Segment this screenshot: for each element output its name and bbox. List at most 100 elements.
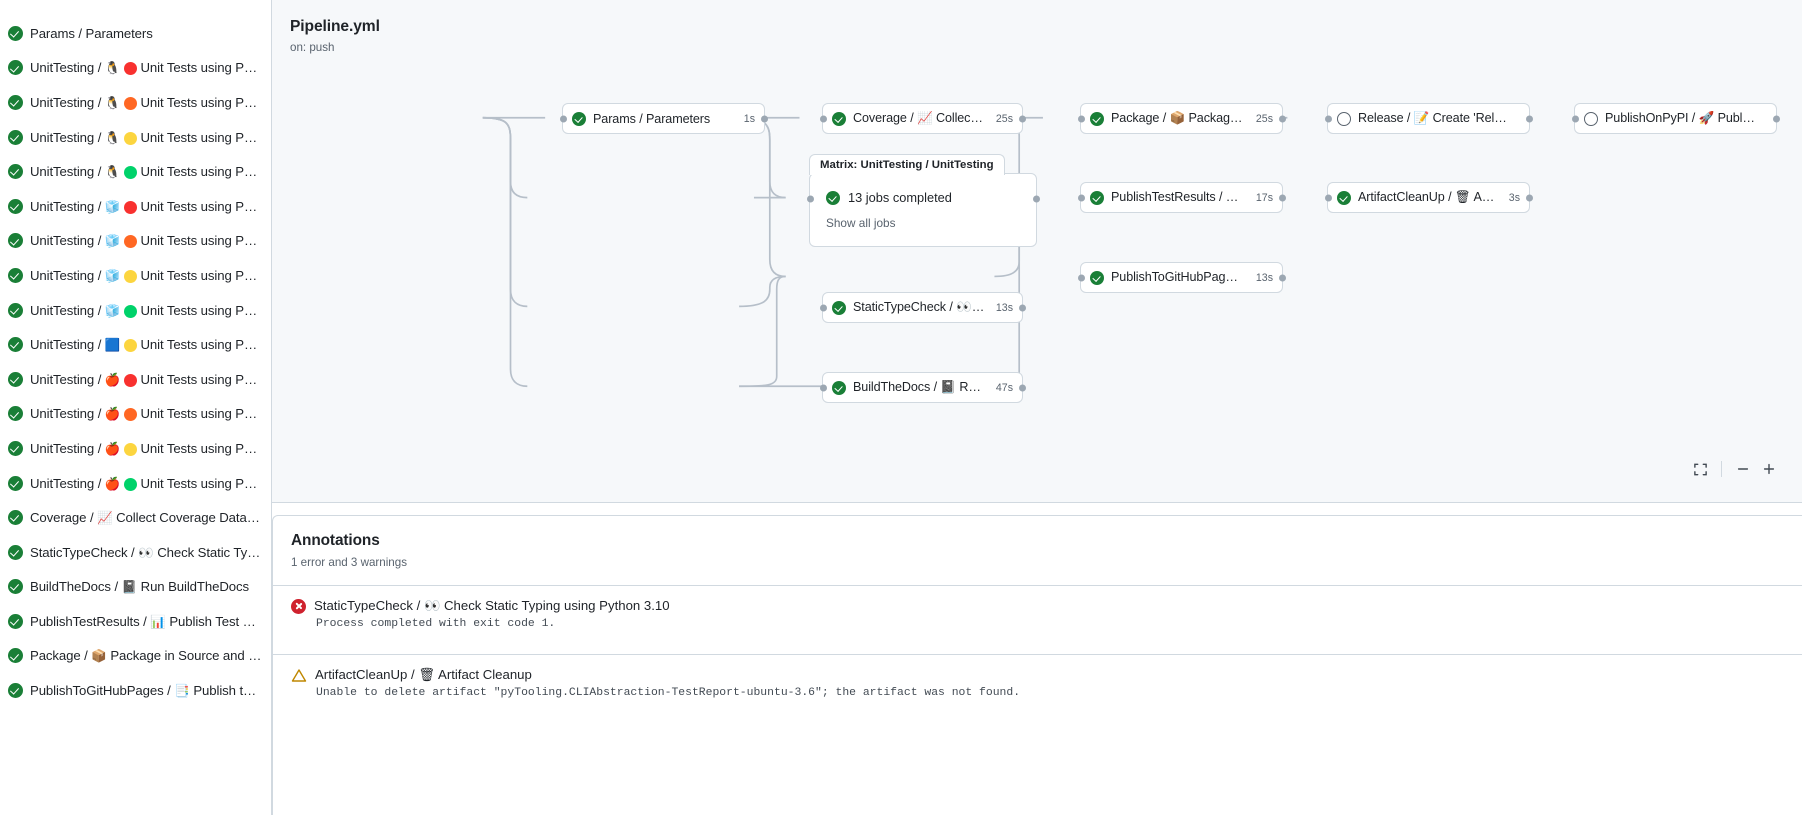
status-success-icon bbox=[8, 129, 23, 145]
python-version-dot-icon bbox=[123, 96, 137, 110]
annotation-title: ArtifactCleanUp / 🗑 Artifact Cleanup bbox=[315, 667, 532, 682]
node-pin-right bbox=[760, 115, 768, 122]
graph-node-release[interactable]: Release / 📝 Create 'Release P... bbox=[1324, 103, 1533, 134]
python-version-dot-icon bbox=[123, 304, 137, 318]
status-success-icon bbox=[8, 613, 23, 629]
sidebar-item-9[interactable]: UnitTesting / 🟦 Unit Tests using Pyth... bbox=[0, 327, 271, 362]
status-success-icon bbox=[8, 164, 23, 180]
sidebar-item-label: UnitTesting / 🟦 Unit Tests using Pyth... bbox=[30, 337, 262, 353]
python-version-dot-icon bbox=[123, 477, 137, 491]
node-pin-right bbox=[1018, 384, 1026, 391]
graph-zoom-controls[interactable] bbox=[1689, 458, 1780, 480]
os-emoji-icon: 📈 bbox=[97, 511, 113, 526]
matrix-group-body: 13 jobs completed Show all jobs bbox=[810, 174, 1036, 230]
sidebar-item-label: PublishTestResults / 📊 Publish Test Resu… bbox=[30, 613, 262, 629]
matrix-group-unittesting[interactable]: Matrix: UnitTesting / UnitTesting 13 job… bbox=[806, 154, 1040, 247]
os-emoji-icon: 📓 bbox=[121, 580, 138, 595]
sidebar-item-label: UnitTesting / 🧊 Unit Tests using Pyth... bbox=[30, 198, 262, 214]
status-success-icon bbox=[1090, 111, 1104, 126]
os-emoji-icon: 📑 bbox=[174, 684, 190, 699]
sidebar-item-label: PublishToGitHubPages / 📑 Publish to G... bbox=[30, 683, 262, 699]
os-emoji-icon: 📦 bbox=[91, 649, 107, 664]
graph-node-publishonpypi[interactable]: PublishOnPyPI / 🚀 Publish to ... bbox=[1571, 103, 1780, 134]
node-pin-right bbox=[1772, 115, 1780, 122]
sidebar-item-label: UnitTesting / 🍎 Unit Tests using Pyth... bbox=[30, 440, 262, 456]
sidebar-item-1[interactable]: UnitTesting / 🐧 Unit Tests using Pyth... bbox=[0, 51, 271, 86]
node-pin-left bbox=[1324, 194, 1332, 201]
show-all-jobs-link[interactable]: Show all jobs bbox=[826, 216, 896, 230]
node-pin-right bbox=[1278, 274, 1286, 281]
graph-node-artifactcleanup[interactable]: ArtifactCleanUp / 🗑 Artifac... 3s bbox=[1324, 182, 1533, 213]
node-pin-right bbox=[1278, 115, 1286, 122]
workflow-header: Pipeline.yml on: push bbox=[272, 0, 1802, 54]
sidebar-item-label: UnitTesting / 🐧 Unit Tests using Pyth... bbox=[30, 94, 262, 110]
sidebar-item-19[interactable]: PublishToGitHubPages / 📑 Publish to G... bbox=[0, 673, 271, 708]
node-duration: 13s bbox=[995, 301, 1013, 314]
sidebar-item-label: UnitTesting / 🍎 Unit Tests using Pyth... bbox=[30, 406, 262, 422]
node-label: BuildTheDocs / 📓 Run Buil... bbox=[853, 380, 985, 394]
sidebar-item-2[interactable]: UnitTesting / 🐧 Unit Tests using Pyth... bbox=[0, 85, 271, 120]
status-success-icon bbox=[832, 300, 846, 315]
graph-node-publishtestresults[interactable]: PublishTestResults / 📊 Pu... 17s bbox=[1077, 182, 1286, 213]
sidebar-item-13[interactable]: UnitTesting / 🍎 Unit Tests using Pyth... bbox=[0, 466, 271, 501]
status-success-icon bbox=[1090, 190, 1104, 205]
os-emoji-icon: 🐧 bbox=[104, 61, 121, 76]
node-label: PublishOnPyPI / 🚀 Publish to ... bbox=[1605, 111, 1756, 125]
sidebar-item-11[interactable]: UnitTesting / 🍎 Unit Tests using Pyth... bbox=[0, 397, 271, 432]
sidebar-item-label: UnitTesting / 🐧 Unit Tests using Pyth... bbox=[30, 60, 262, 76]
sidebar-item-0[interactable]: Params / Parameters bbox=[0, 16, 271, 51]
sidebar-item-label: UnitTesting / 🍎 Unit Tests using Pyth... bbox=[30, 371, 262, 387]
sidebar-item-6[interactable]: UnitTesting / 🧊 Unit Tests using Pyth... bbox=[0, 224, 271, 259]
annotations-header: Annotations 1 error and 3 warnings bbox=[273, 516, 1802, 569]
graph-node-statictypecheck[interactable]: StaticTypeCheck / 👀 Chec... 13s bbox=[819, 292, 1026, 323]
os-emoji-icon: 🐧 bbox=[104, 130, 121, 145]
os-emoji-icon: 🟦 bbox=[104, 338, 121, 353]
status-success-icon bbox=[8, 94, 23, 110]
sidebar-item-label: Params / Parameters bbox=[30, 25, 153, 41]
sidebar-item-10[interactable]: UnitTesting / 🍎 Unit Tests using Pyth... bbox=[0, 362, 271, 397]
graph-node-publishtogithubpages[interactable]: PublishToGitHubPages / 📑 ... 13s bbox=[1077, 262, 1286, 293]
graph-edges bbox=[482, 116, 1288, 388]
sidebar-item-label: UnitTesting / 🧊 Unit Tests using Pyth... bbox=[30, 233, 262, 249]
sidebar-item-18[interactable]: Package / 📦 Package in Source and Wh... bbox=[0, 639, 271, 674]
sidebar-item-8[interactable]: UnitTesting / 🧊 Unit Tests using Pyth... bbox=[0, 293, 271, 328]
graph-node-coverage[interactable]: Coverage / 📈 Collect Cove... 25s bbox=[819, 103, 1026, 134]
fit-screen-icon[interactable] bbox=[1689, 458, 1711, 480]
sidebar-item-15[interactable]: StaticTypeCheck / 👀 Check Static Typing.… bbox=[0, 535, 271, 570]
sidebar-item-3[interactable]: UnitTesting / 🐧 Unit Tests using Pyth... bbox=[0, 120, 271, 155]
sidebar-item-label: Package / 📦 Package in Source and Wh... bbox=[30, 648, 262, 664]
graph-node-buildthedocs[interactable]: BuildTheDocs / 📓 Run Buil... 47s bbox=[819, 372, 1026, 403]
sidebar-item-5[interactable]: UnitTesting / 🧊 Unit Tests using Pyth... bbox=[0, 189, 271, 224]
os-emoji-icon: 🐧 bbox=[104, 95, 121, 110]
os-emoji-icon: 🍎 bbox=[104, 372, 121, 387]
zoom-in-button[interactable] bbox=[1758, 458, 1780, 480]
annotation-row: StaticTypeCheck / 👀 Check Static Typing … bbox=[273, 585, 1802, 642]
node-duration: 3s bbox=[1508, 191, 1520, 204]
sidebar-item-12[interactable]: UnitTesting / 🍎 Unit Tests using Pyth... bbox=[0, 431, 271, 466]
os-emoji-icon: 📊 bbox=[150, 614, 166, 629]
zoom-out-button[interactable] bbox=[1732, 458, 1754, 480]
status-success-icon bbox=[8, 267, 23, 283]
node-duration: 1s bbox=[743, 112, 755, 125]
status-success-icon bbox=[8, 440, 23, 456]
graph-node-params[interactable]: Params / Parameters 1s bbox=[559, 103, 768, 134]
sidebar-item-7[interactable]: UnitTesting / 🧊 Unit Tests using Pyth... bbox=[0, 258, 271, 293]
main-content: Pipeline.yml on: push bbox=[272, 0, 1818, 815]
status-success-icon bbox=[8, 648, 23, 664]
status-success-icon bbox=[8, 406, 23, 422]
sidebar-item-4[interactable]: UnitTesting / 🐧 Unit Tests using Pyth... bbox=[0, 154, 271, 189]
node-label: StaticTypeCheck / 👀 Chec... bbox=[853, 300, 985, 314]
node-duration: 13s bbox=[1255, 271, 1273, 284]
jobs-sidebar[interactable]: Params / Parameters UnitTesting / 🐧 Unit… bbox=[0, 0, 272, 815]
graph-node-package[interactable]: Package / 📦 Package in So... 25s bbox=[1077, 103, 1286, 134]
sidebar-item-17[interactable]: PublishTestResults / 📊 Publish Test Resu… bbox=[0, 604, 271, 639]
sidebar-item-14[interactable]: Coverage / 📈 Collect Coverage Data usi..… bbox=[0, 500, 271, 535]
sidebar-item-16[interactable]: BuildTheDocs / 📓 Run BuildTheDocs bbox=[0, 570, 271, 605]
node-label: Package / 📦 Package in So... bbox=[1111, 111, 1245, 125]
python-version-dot-icon bbox=[123, 339, 137, 353]
graph-canvas[interactable]: Params / Parameters 1s Coverage / 📈 Coll… bbox=[272, 0, 1802, 502]
sidebar-item-label: Coverage / 📈 Collect Coverage Data usi..… bbox=[30, 510, 262, 526]
status-success-icon bbox=[8, 337, 23, 353]
python-version-dot-icon bbox=[123, 131, 137, 145]
